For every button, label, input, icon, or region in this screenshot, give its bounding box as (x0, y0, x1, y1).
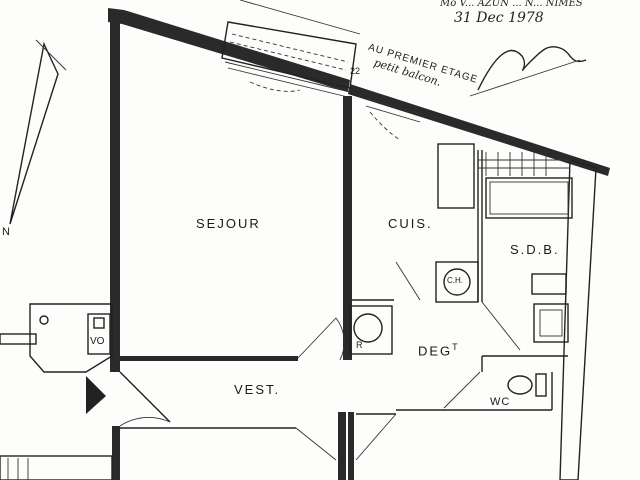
signature-scribble (477, 46, 587, 91)
kitchen-counter (437, 143, 475, 209)
vo-cabinet (29, 303, 113, 373)
wall-left-bottom (0, 455, 113, 480)
room-label-vestibule: VEST. (234, 382, 281, 397)
room-label-wc: WC (490, 396, 511, 408)
header-address: Mo V... AZUN ... N... NIMES (440, 0, 583, 9)
room-label-degagement: DEGT (418, 342, 460, 358)
wall-top-diagonal (108, 8, 350, 92)
room-label-cuisine: CUIS. (388, 216, 433, 231)
wall-sejour-cuisine-low (343, 300, 352, 360)
fixture-label-fridge: R (356, 340, 363, 350)
toilet (507, 375, 533, 395)
wall-top-diagonal-right (348, 84, 610, 176)
balcony-dash (231, 33, 349, 63)
vo-inner-box (93, 317, 105, 329)
balcony-frame (221, 21, 357, 89)
compass-tick (35, 39, 67, 71)
window-swing (249, 81, 301, 92)
wall-right-outer (559, 159, 597, 480)
washbasin (533, 303, 569, 343)
wall-sejour-bottom (118, 356, 298, 361)
fixture-label-vo: VO (90, 336, 105, 347)
compass-north-label: N (2, 226, 10, 238)
wall-left-stub (0, 333, 37, 345)
wall-sejour-cuisine (343, 96, 352, 310)
window-line-3 (365, 97, 421, 115)
fridge (353, 313, 383, 343)
water-heater-box (435, 261, 479, 303)
wall-vest-right-2 (348, 412, 354, 480)
fixture-label-water-heater: C.H. (447, 276, 463, 285)
water-heater (443, 268, 471, 296)
door-sejour-swing (335, 317, 345, 361)
signature-underline (469, 59, 581, 97)
wall-sejour-left (110, 20, 120, 372)
dimension-label: 22 (350, 66, 361, 76)
wall-vest-left (112, 426, 120, 480)
vo-circle (39, 315, 49, 325)
bathtub-inner (489, 181, 569, 215)
balcony-rail (239, 0, 361, 35)
door-sdb (481, 301, 521, 351)
entry-arrow-icon (86, 376, 106, 414)
room-label-degagement-sup: T (452, 342, 460, 352)
window-line-4 (365, 105, 421, 123)
room-label-degagement-text: DEG (418, 343, 453, 359)
room-label-sdb: S.D.B. (510, 242, 560, 257)
window-line (224, 61, 351, 93)
room-label-sejour: SEJOUR (196, 216, 261, 231)
vo-box (87, 313, 111, 355)
washbasin-inner (539, 309, 563, 337)
bathtub-tiles (478, 152, 570, 176)
door-lower-right (355, 413, 397, 461)
bidet (531, 273, 567, 295)
door-sejour (297, 317, 337, 359)
header-date: 31 Dec 1978 (454, 10, 544, 26)
fridge-box (349, 305, 393, 355)
door-lower-left (295, 427, 337, 461)
entry-door-swing (119, 416, 171, 427)
door-cuisine (395, 261, 421, 301)
toilet-tank (535, 373, 547, 397)
window-swing-2 (369, 111, 401, 141)
left-bottom-hatch (7, 458, 29, 480)
wall-vest-right (338, 412, 346, 480)
bathtub (485, 177, 573, 219)
window-line-2 (227, 67, 353, 99)
door-wc (443, 371, 481, 409)
compass-needle (9, 41, 59, 225)
balcony-dash-2 (229, 41, 347, 71)
entry-door (119, 371, 171, 423)
